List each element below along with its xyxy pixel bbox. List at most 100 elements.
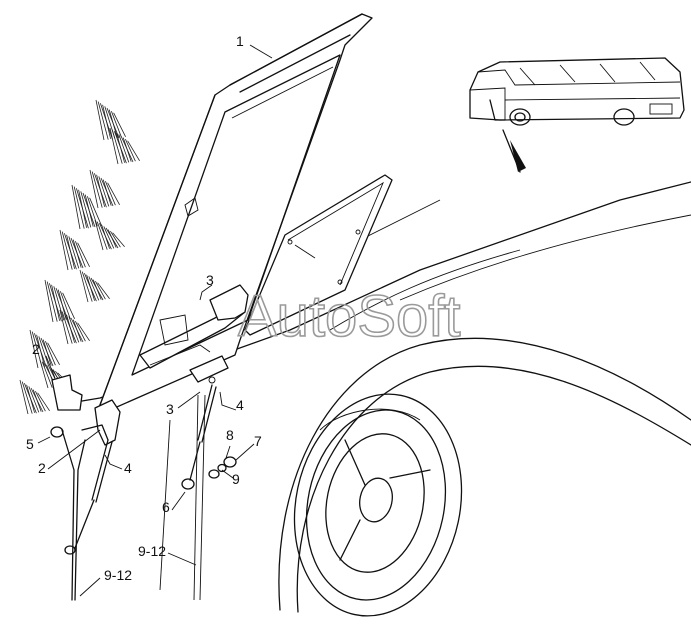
hatch-stroke: [107, 229, 117, 248]
callout-2-top: 2: [32, 341, 40, 357]
hatch-stroke: [101, 224, 110, 249]
hatch-stroke: [71, 184, 81, 230]
hatch-stroke: [73, 186, 85, 229]
hatch-stroke: [60, 291, 71, 320]
hatch-stroke: [103, 226, 115, 249]
hatch-stroke: [102, 104, 111, 139]
callout-5: 5: [26, 436, 34, 452]
hatch-stroke: [68, 316, 80, 343]
hatch-stroke: [109, 127, 119, 165]
hatch-stroke: [75, 321, 86, 342]
wheel-assembly: [278, 337, 691, 617]
hatch-stroke: [29, 329, 39, 369]
hatch-stroke: [112, 232, 125, 248]
hatch-stroke: [66, 314, 75, 343]
hatch-stroke: [96, 174, 105, 207]
hatch-stroke: [110, 230, 121, 248]
hatch-stroke: [68, 236, 80, 269]
hatch-stroke: [89, 197, 102, 226]
hatch-stroke: [86, 274, 95, 301]
hatch-stroke: [127, 140, 140, 162]
hatch-stroke: [88, 276, 100, 301]
part-4-gas-strut-left: [64, 439, 113, 555]
part-4-gas-strut-right: [181, 384, 217, 490]
hatch-stroke: [107, 182, 120, 205]
hatch-stroke: [72, 319, 82, 342]
inset-pointer-arrow: [502, 129, 526, 173]
hatch-stroke: [77, 242, 90, 267]
hatch-stroke: [118, 134, 130, 163]
callout-7: 7: [254, 433, 262, 449]
hatch-stroke: [35, 391, 46, 412]
bus-inset-view: [469, 57, 685, 126]
hatch-stroke: [111, 129, 123, 164]
hatch-stroke: [94, 219, 104, 251]
hatch-stroke: [81, 271, 93, 302]
callout-3-top: 3: [206, 272, 214, 288]
hatch-stroke: [19, 379, 29, 415]
hatch-stroke: [38, 336, 50, 367]
hatch-stroke: [84, 194, 94, 227]
hatch-stroke: [62, 292, 75, 319]
hatch-stroke: [37, 392, 50, 412]
hatch-stroke: [95, 99, 105, 141]
hatch-stroke: [96, 221, 108, 250]
callout-4-right: 4: [236, 397, 244, 413]
hatch-stroke: [89, 169, 99, 209]
part-2-hinge: [50, 374, 121, 446]
hatch-stroke: [108, 109, 118, 138]
hatch-stroke: [59, 229, 69, 271]
callout-9-12-right: 9-12: [138, 543, 166, 559]
ground-hatching: [19, 99, 140, 415]
hatch-stroke: [61, 311, 73, 344]
bus-body-outline: [57, 181, 691, 601]
hatch-stroke: [75, 241, 86, 268]
hatch-stroke: [97, 101, 109, 140]
hatch-stroke: [72, 239, 82, 268]
hatch-stroke: [116, 132, 125, 163]
hatch-stroke: [59, 309, 69, 345]
watermark-text: AutoSoft: [238, 284, 460, 349]
hatch-stroke: [97, 282, 110, 300]
hatch-stroke: [91, 171, 103, 208]
part-3-hinge-bracket: [139, 284, 249, 384]
hatch-stroke: [80, 191, 92, 228]
fastener-set: [208, 456, 237, 479]
hatch-stroke: [39, 359, 49, 389]
hatch-stroke: [28, 386, 40, 413]
callout-6: 6: [162, 499, 170, 515]
hatch-stroke: [77, 322, 90, 342]
hatch-stroke: [44, 279, 54, 323]
hatch-stroke: [78, 189, 87, 228]
callout-3-bottom: 3: [166, 401, 174, 417]
callout-8: 8: [226, 427, 234, 443]
hatch-stroke: [41, 361, 53, 388]
hatch-stroke: [45, 341, 56, 366]
hatch-stroke: [26, 384, 35, 413]
callout-1: 1: [236, 33, 244, 49]
hatch-stroke: [51, 284, 60, 321]
hatch-stroke: [92, 279, 102, 300]
hatch-stroke: [95, 281, 106, 300]
callout-labels: 1 2 3 3 4 5 8 7 2 4 9 6 9-12 9-12: [26, 33, 262, 583]
hatch-stroke: [61, 231, 73, 270]
hatch-stroke: [46, 281, 58, 322]
callout-4-left: 4: [124, 460, 132, 476]
hatch-stroke: [79, 269, 89, 303]
hatch-stroke: [47, 342, 60, 365]
callout-9-12-left: 9-12: [104, 567, 132, 583]
hatch-stroke: [42, 339, 52, 366]
hatch-stroke: [53, 286, 65, 321]
hatch-stroke: [98, 176, 110, 207]
hatch-stroke: [105, 181, 116, 206]
hatch-stroke: [125, 139, 136, 162]
hatch-stroke: [113, 112, 126, 137]
hatch-stroke: [111, 111, 122, 138]
hatch-stroke: [32, 389, 42, 412]
hatch-stroke: [122, 137, 132, 162]
hatch-stroke: [102, 179, 112, 206]
callout-9: 9: [232, 471, 240, 487]
hatch-stroke: [66, 234, 75, 269]
